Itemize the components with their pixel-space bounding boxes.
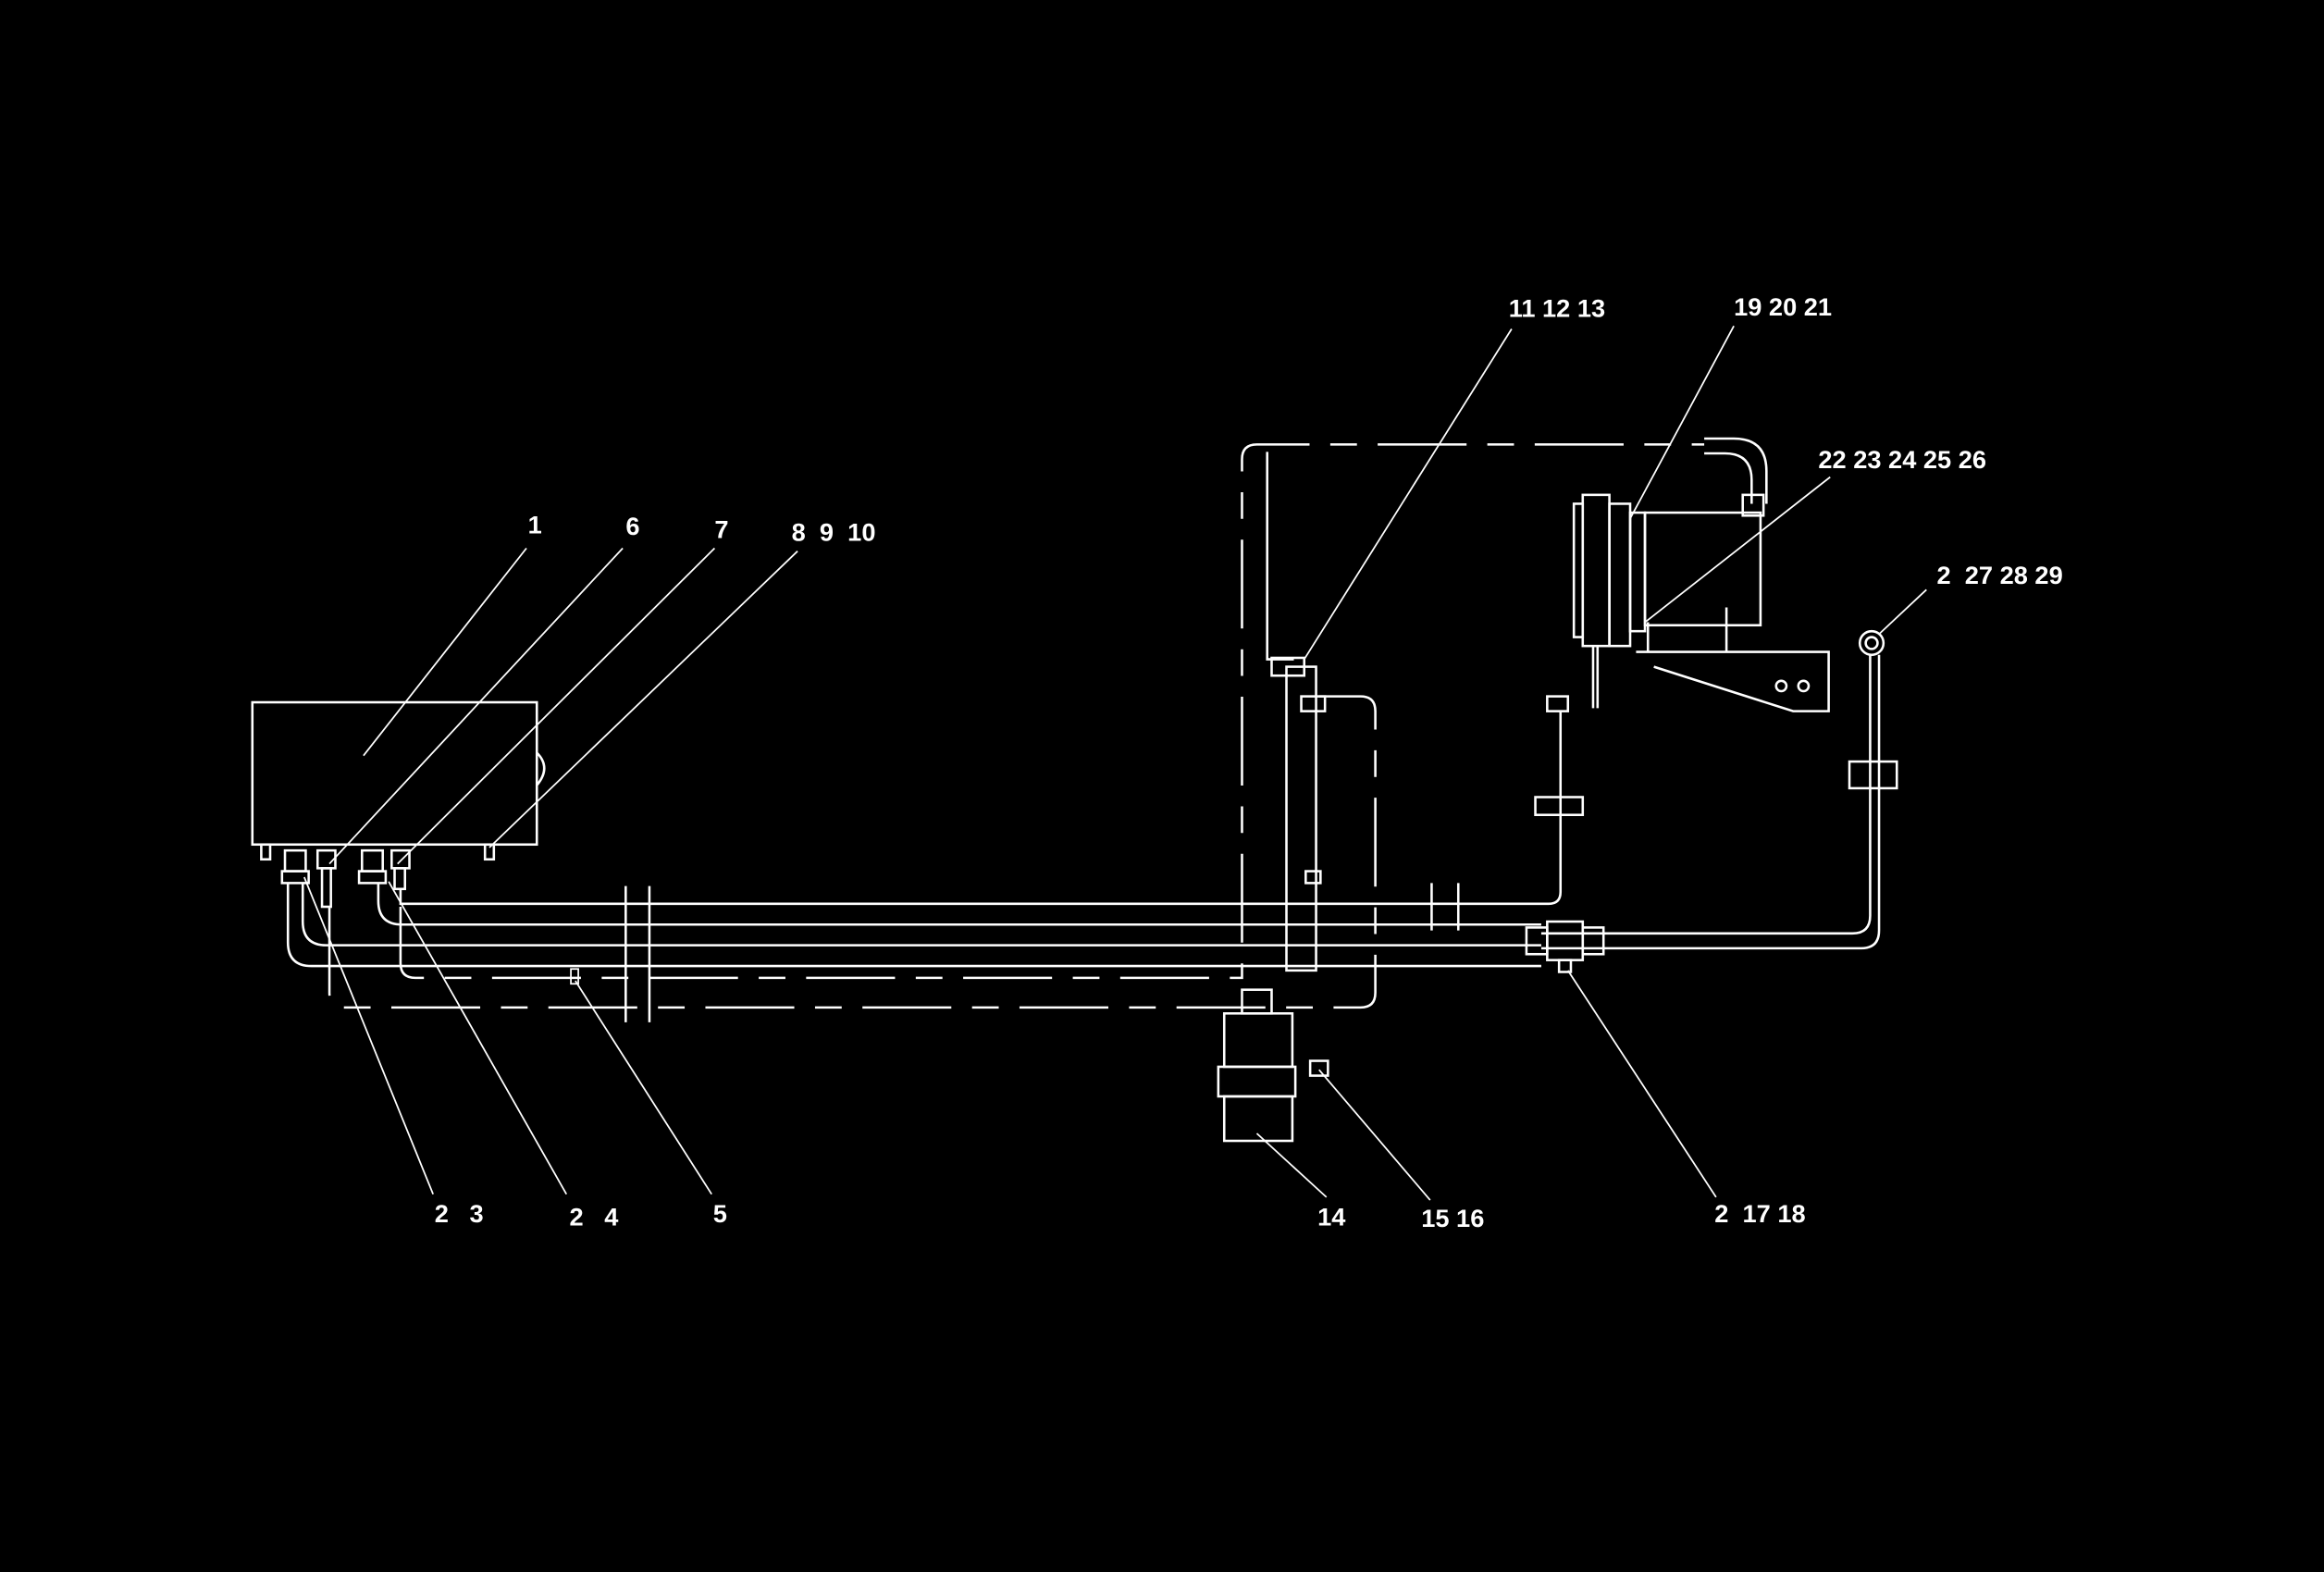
bulkhead-flange [570,883,1460,1022]
callout-14: 14 [1317,1202,1345,1231]
callout-22-26: 22 23 24 25 26 [1818,445,1986,474]
callout-1: 1 [528,510,542,538]
evaporator-unit [251,700,546,909]
callout-8-9-10: 8 9 10 [792,517,876,546]
callout-2-27-28-29: 2 27 28 29 [1936,561,2062,589]
mounting-bracket [1270,656,1327,972]
callout-6: 6 [625,512,639,540]
callout-15-16: 15 16 [1421,1204,1484,1232]
compressor [1534,493,1830,817]
service-valves [1525,629,1898,973]
callout-19-20-21: 19 20 21 [1734,292,1832,321]
callout-11-12-13: 11 12 13 [1509,294,1605,323]
callout-7: 7 [714,514,728,543]
callout-2-3: 2 3 [435,1199,484,1228]
pipe-run [286,437,1881,1009]
callout-2-17-18: 2 17 18 [1714,1199,1805,1228]
receiver-drier [1217,988,1329,1143]
callout-labels: 1 6 7 8 9 10 11 12 13 19 20 21 22 23 24 … [435,292,2063,1232]
callout-2-4: 2 4 [569,1202,618,1231]
callout-5: 5 [713,1199,727,1228]
leader-lines [303,325,1927,1201]
